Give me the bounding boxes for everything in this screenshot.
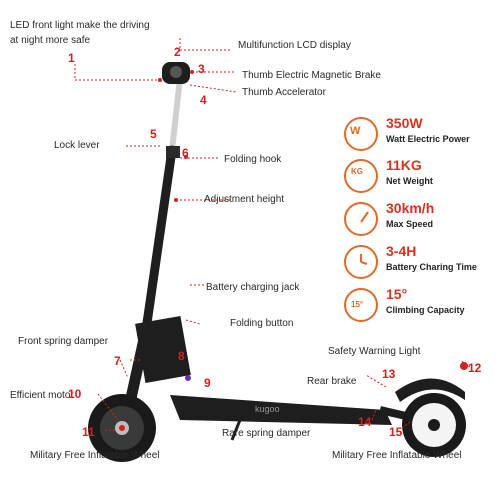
callout-number-11: 11 <box>82 425 95 439</box>
lock-lever-label: Lock lever <box>54 140 100 151</box>
folding-hook-label: Folding hook <box>224 154 282 165</box>
power-icon-glyph: W <box>350 125 361 137</box>
rear-spring-damper-label: Rare spring damper <box>222 428 311 439</box>
callout-number-1: 1 <box>68 51 75 65</box>
callout-number-6: 6 <box>182 146 189 160</box>
rear-axle <box>428 419 440 431</box>
callout-number-13: 13 <box>382 367 396 381</box>
weight-icon-glyph: KG <box>351 167 363 176</box>
callout-number-9: 9 <box>204 376 211 390</box>
folding-button-label: Folding button <box>230 318 294 329</box>
handlebar-stem <box>169 75 183 153</box>
spec-power-value: 350W <box>386 115 423 131</box>
front-spring-damper-label: Front spring damper <box>18 336 109 347</box>
power-icon <box>344 117 378 151</box>
front-axle-cap <box>119 425 125 431</box>
spec-power-desc: Watt Electric Power <box>386 134 470 144</box>
front-wheel-label: Military Free Inflatable Wheel <box>30 450 160 461</box>
callout-number-3: 3 <box>198 62 205 76</box>
spec-charge-time-desc: Battery Charing Time <box>386 262 477 272</box>
slope-icon-glyph: 15° <box>351 300 364 309</box>
brand-logo: kugoo <box>255 404 280 414</box>
deck <box>170 395 392 425</box>
kickstand <box>230 419 242 441</box>
led-light-label-line2: at night more safe <box>10 35 91 46</box>
rear-brake-label: Rear brake <box>307 376 357 387</box>
rear-wheel-label: Military Free Inflatable Wheel <box>332 450 462 461</box>
spec-speed-value: 30km/h <box>386 200 435 216</box>
spec-charge-time: 3-4H Battery Charing Time <box>342 243 500 291</box>
spec-climbing: 15° 15° Climbing Capacity <box>342 286 500 334</box>
callout-number-14: 14 <box>358 415 372 429</box>
speed-needle <box>360 211 369 223</box>
spec-weight-desc: Net Weight <box>386 176 433 186</box>
thumb-accelerator-label: Thumb Accelerator <box>242 87 326 98</box>
battery-charging-jack-label: Battery charging jack <box>206 282 300 293</box>
speed-icon <box>344 202 378 236</box>
folding-block <box>135 315 191 384</box>
led-light-label-line1: LED front light make the driving <box>10 20 150 31</box>
callout-number-10: 10 <box>68 387 82 401</box>
callout-number-15: 15 <box>389 425 403 439</box>
lock-collar <box>166 146 180 158</box>
callout-number-8: 8 <box>178 349 185 363</box>
callout-number-12: 12 <box>468 361 482 375</box>
clock-icon <box>344 245 378 279</box>
spec-speed-desc: Max Speed <box>386 219 434 229</box>
callout-number-7: 7 <box>114 354 121 368</box>
efficient-motor-label: Efficient motor <box>10 390 74 401</box>
spec-climbing-value: 15° <box>386 286 408 302</box>
spec-power: W 350W Watt Electric Power <box>342 115 500 163</box>
slope-icon <box>344 288 378 322</box>
safety-light <box>460 362 468 370</box>
adjustment-height-label: Adjustment height <box>204 194 285 205</box>
callout-number-2: 2 <box>174 45 181 59</box>
spec-weight: KG 11KG Net Weight <box>342 157 500 205</box>
lcd-display <box>170 66 182 78</box>
callout-number-5: 5 <box>150 127 157 141</box>
spec-weight-value: 11KG <box>386 157 422 173</box>
thumb-brake-label: Thumb Electric Magnetic Brake <box>242 70 381 81</box>
steering-tube <box>141 145 177 335</box>
lcd-display-label: Multifunction LCD display <box>238 40 351 51</box>
spec-charge-time-value: 3-4H <box>386 243 417 259</box>
leader-lines <box>74 38 471 431</box>
safety-warning-light-label: Safety Warning Light <box>328 346 421 357</box>
callout-number-4: 4 <box>200 93 207 107</box>
rear-fender <box>395 378 465 402</box>
weight-icon <box>344 159 378 193</box>
clock-hands <box>360 254 368 265</box>
spec-speed: 30km/h Max Speed <box>342 200 500 248</box>
spec-climbing-desc: Climbing Capacity <box>386 305 465 315</box>
